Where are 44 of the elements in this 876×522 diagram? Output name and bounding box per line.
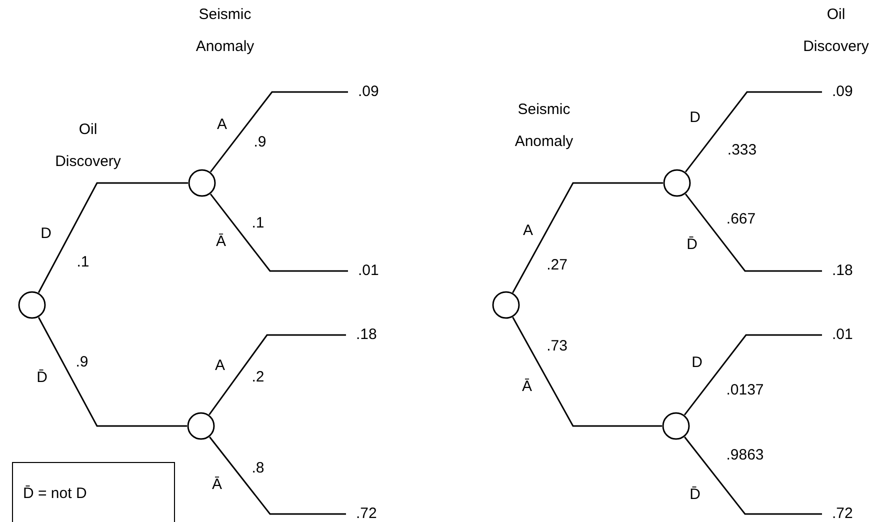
branch-event-label: D [690,108,700,128]
branch-event-label: Ā [212,475,222,495]
column-heading: Seismic Anomaly [196,5,254,57]
branch-event-label: D̄ [686,235,698,255]
payoff-value: .09 [822,83,853,101]
branch-line [684,334,822,416]
payoff-value: .18 [346,326,377,344]
branch-line [210,91,348,172]
branch-line [210,194,348,272]
payoff-value: .01 [348,262,379,280]
branch-event-label: Ā [522,377,532,397]
branch-event-label: A [215,356,225,376]
branch-event-label: Ā [216,232,226,252]
branch-event-label: D̄ [36,368,48,388]
branch-event-label: D [40,224,52,244]
note-text: D̄ = not D [23,484,87,502]
column-heading: Oil Discovery [803,5,869,57]
branch-event-label: D̄ [690,485,700,505]
chance-node-circle [663,169,691,197]
branch-line [38,316,187,427]
branch-line [512,316,662,427]
branch-event-label: A [523,221,533,241]
chance-node-circle [492,291,520,319]
branch-line [512,182,663,294]
branch-line [38,182,188,293]
payoff-value: .01 [822,326,853,344]
chance-node-circle [188,169,216,197]
chance-node-circle [18,291,46,319]
branch-line [209,436,346,515]
branch-line [208,334,346,416]
payoff-value: .18 [822,262,853,280]
branch-line [684,91,822,172]
branch-line [684,194,822,272]
payoff-value: .09 [348,83,379,101]
branch-event-label: A [217,115,227,135]
chance-node-circle [187,412,215,440]
payoff-value: .72 [822,505,853,522]
chance-node-circle [662,412,690,440]
payoff-value: .72 [346,505,377,522]
branch-line [684,436,822,515]
column-heading: Seismic Anomaly [514,100,574,152]
column-heading: Oil Discovery [55,120,121,172]
branch-event-label: D [692,353,702,373]
note-box [12,462,175,522]
